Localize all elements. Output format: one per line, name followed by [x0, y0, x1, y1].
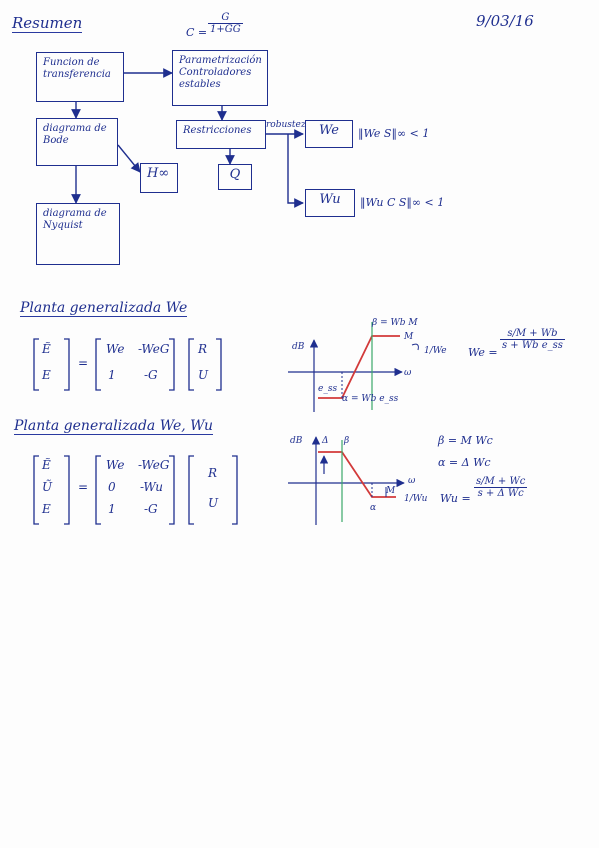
graph2-axes — [288, 436, 405, 525]
beta-equation: β = M Wc — [438, 434, 493, 447]
s1-equals: = — [78, 356, 89, 370]
s1-rhs-1: U — [198, 368, 209, 382]
g2-delta-label: Δ — [322, 436, 329, 446]
parametrizacion-box: Parametrización Controladores estables — [172, 50, 268, 106]
s2-lhs-1: Ũ — [42, 480, 53, 494]
g1-y-label: dB — [292, 342, 305, 352]
s1-m10: 1 — [108, 368, 116, 382]
wu-equation-fraction: s/M + Wc s + Δ Wc — [474, 476, 528, 499]
s1-lhs-1: E — [42, 368, 51, 382]
g1-alpha-label: α = Wb e_ss — [342, 394, 399, 404]
s1-m00: We — [106, 342, 125, 356]
s2-m21: -G — [144, 502, 158, 516]
wu-equation-den: s + Δ Wc — [477, 488, 524, 499]
wu-equation-lhs: Wu = — [440, 492, 471, 505]
g1-beta-label: β = Wb M — [372, 318, 418, 328]
robustez-label: robustez — [266, 120, 306, 130]
s2-rhs-0: R — [208, 466, 218, 480]
we-condition: ‖We S‖∞ < 1 — [358, 127, 430, 140]
date-label: 9/03/16 — [476, 12, 534, 30]
diagrama-bode-box: diagrama de Bode — [36, 118, 118, 166]
s2-equals: = — [78, 480, 89, 494]
section1-title: Planta generalizada We — [20, 300, 188, 317]
formula-denominator: 1+GG — [210, 24, 241, 35]
g2-inv-label: 1/Wu — [404, 494, 428, 504]
g1-ess-label: e_ss — [318, 384, 338, 394]
s2-m11: -Wu — [140, 480, 163, 494]
s2-m01: -WeG — [138, 458, 170, 472]
s2-lhs-0: Ẽ — [42, 458, 51, 472]
formula-lhs: C = — [186, 26, 208, 39]
s2-m00: We — [106, 458, 125, 472]
diagrama-nyquist-box: diagrama de Nyquist — [36, 203, 120, 265]
we-equation-num: s/M + Wb — [500, 328, 565, 340]
formula-fraction: G 1+GG — [208, 12, 243, 35]
g1-inv-label: 1/We — [424, 346, 447, 356]
g2-x-label: ω — [408, 476, 416, 486]
we-box: We — [305, 120, 353, 148]
g2-alpha-label: α — [370, 503, 377, 513]
funcion-transferencia-box: Funcion de transferencia — [36, 52, 124, 102]
we-equation-fraction: s/M + Wb s + Wb e_ss — [500, 328, 565, 351]
restricciones-box: Restricciones — [176, 120, 266, 149]
page-title: Resumen — [12, 14, 83, 33]
alpha-equation: α = Δ Wc — [438, 456, 491, 469]
g1-x-label: ω — [404, 368, 412, 378]
graph1-axes — [288, 339, 403, 412]
s2-m10: 0 — [108, 480, 116, 494]
graph2-curve — [318, 451, 396, 498]
section2-title: Planta generalizada We, Wu — [14, 418, 213, 435]
hinf-box: H∞ — [140, 163, 178, 193]
g2-y-label: dB — [290, 436, 303, 446]
g1-m-label: M — [404, 332, 414, 342]
we-equation-lhs: We = — [468, 346, 498, 359]
wu-equation-num: s/M + Wc — [474, 476, 528, 488]
q-box: Q — [218, 164, 252, 190]
s2-rhs-1: U — [208, 496, 219, 510]
g2-beta-label: β — [344, 436, 350, 446]
s2-m20: 1 — [108, 502, 116, 516]
g2-m-label: M — [386, 486, 396, 496]
we-equation-den: s + Wb e_ss — [502, 340, 563, 351]
s2-lhs-2: E — [42, 502, 51, 516]
s1-rhs-0: R — [198, 342, 208, 356]
formula-numerator: G — [208, 12, 243, 24]
s1-m11: -G — [144, 368, 158, 382]
graph1-curve — [318, 335, 400, 399]
wu-box: Wu — [305, 189, 355, 217]
s1-lhs-0: Ẽ — [42, 342, 51, 356]
wu-condition: ‖Wu C S‖∞ < 1 — [360, 196, 445, 209]
s1-m01: -WeG — [138, 342, 170, 356]
